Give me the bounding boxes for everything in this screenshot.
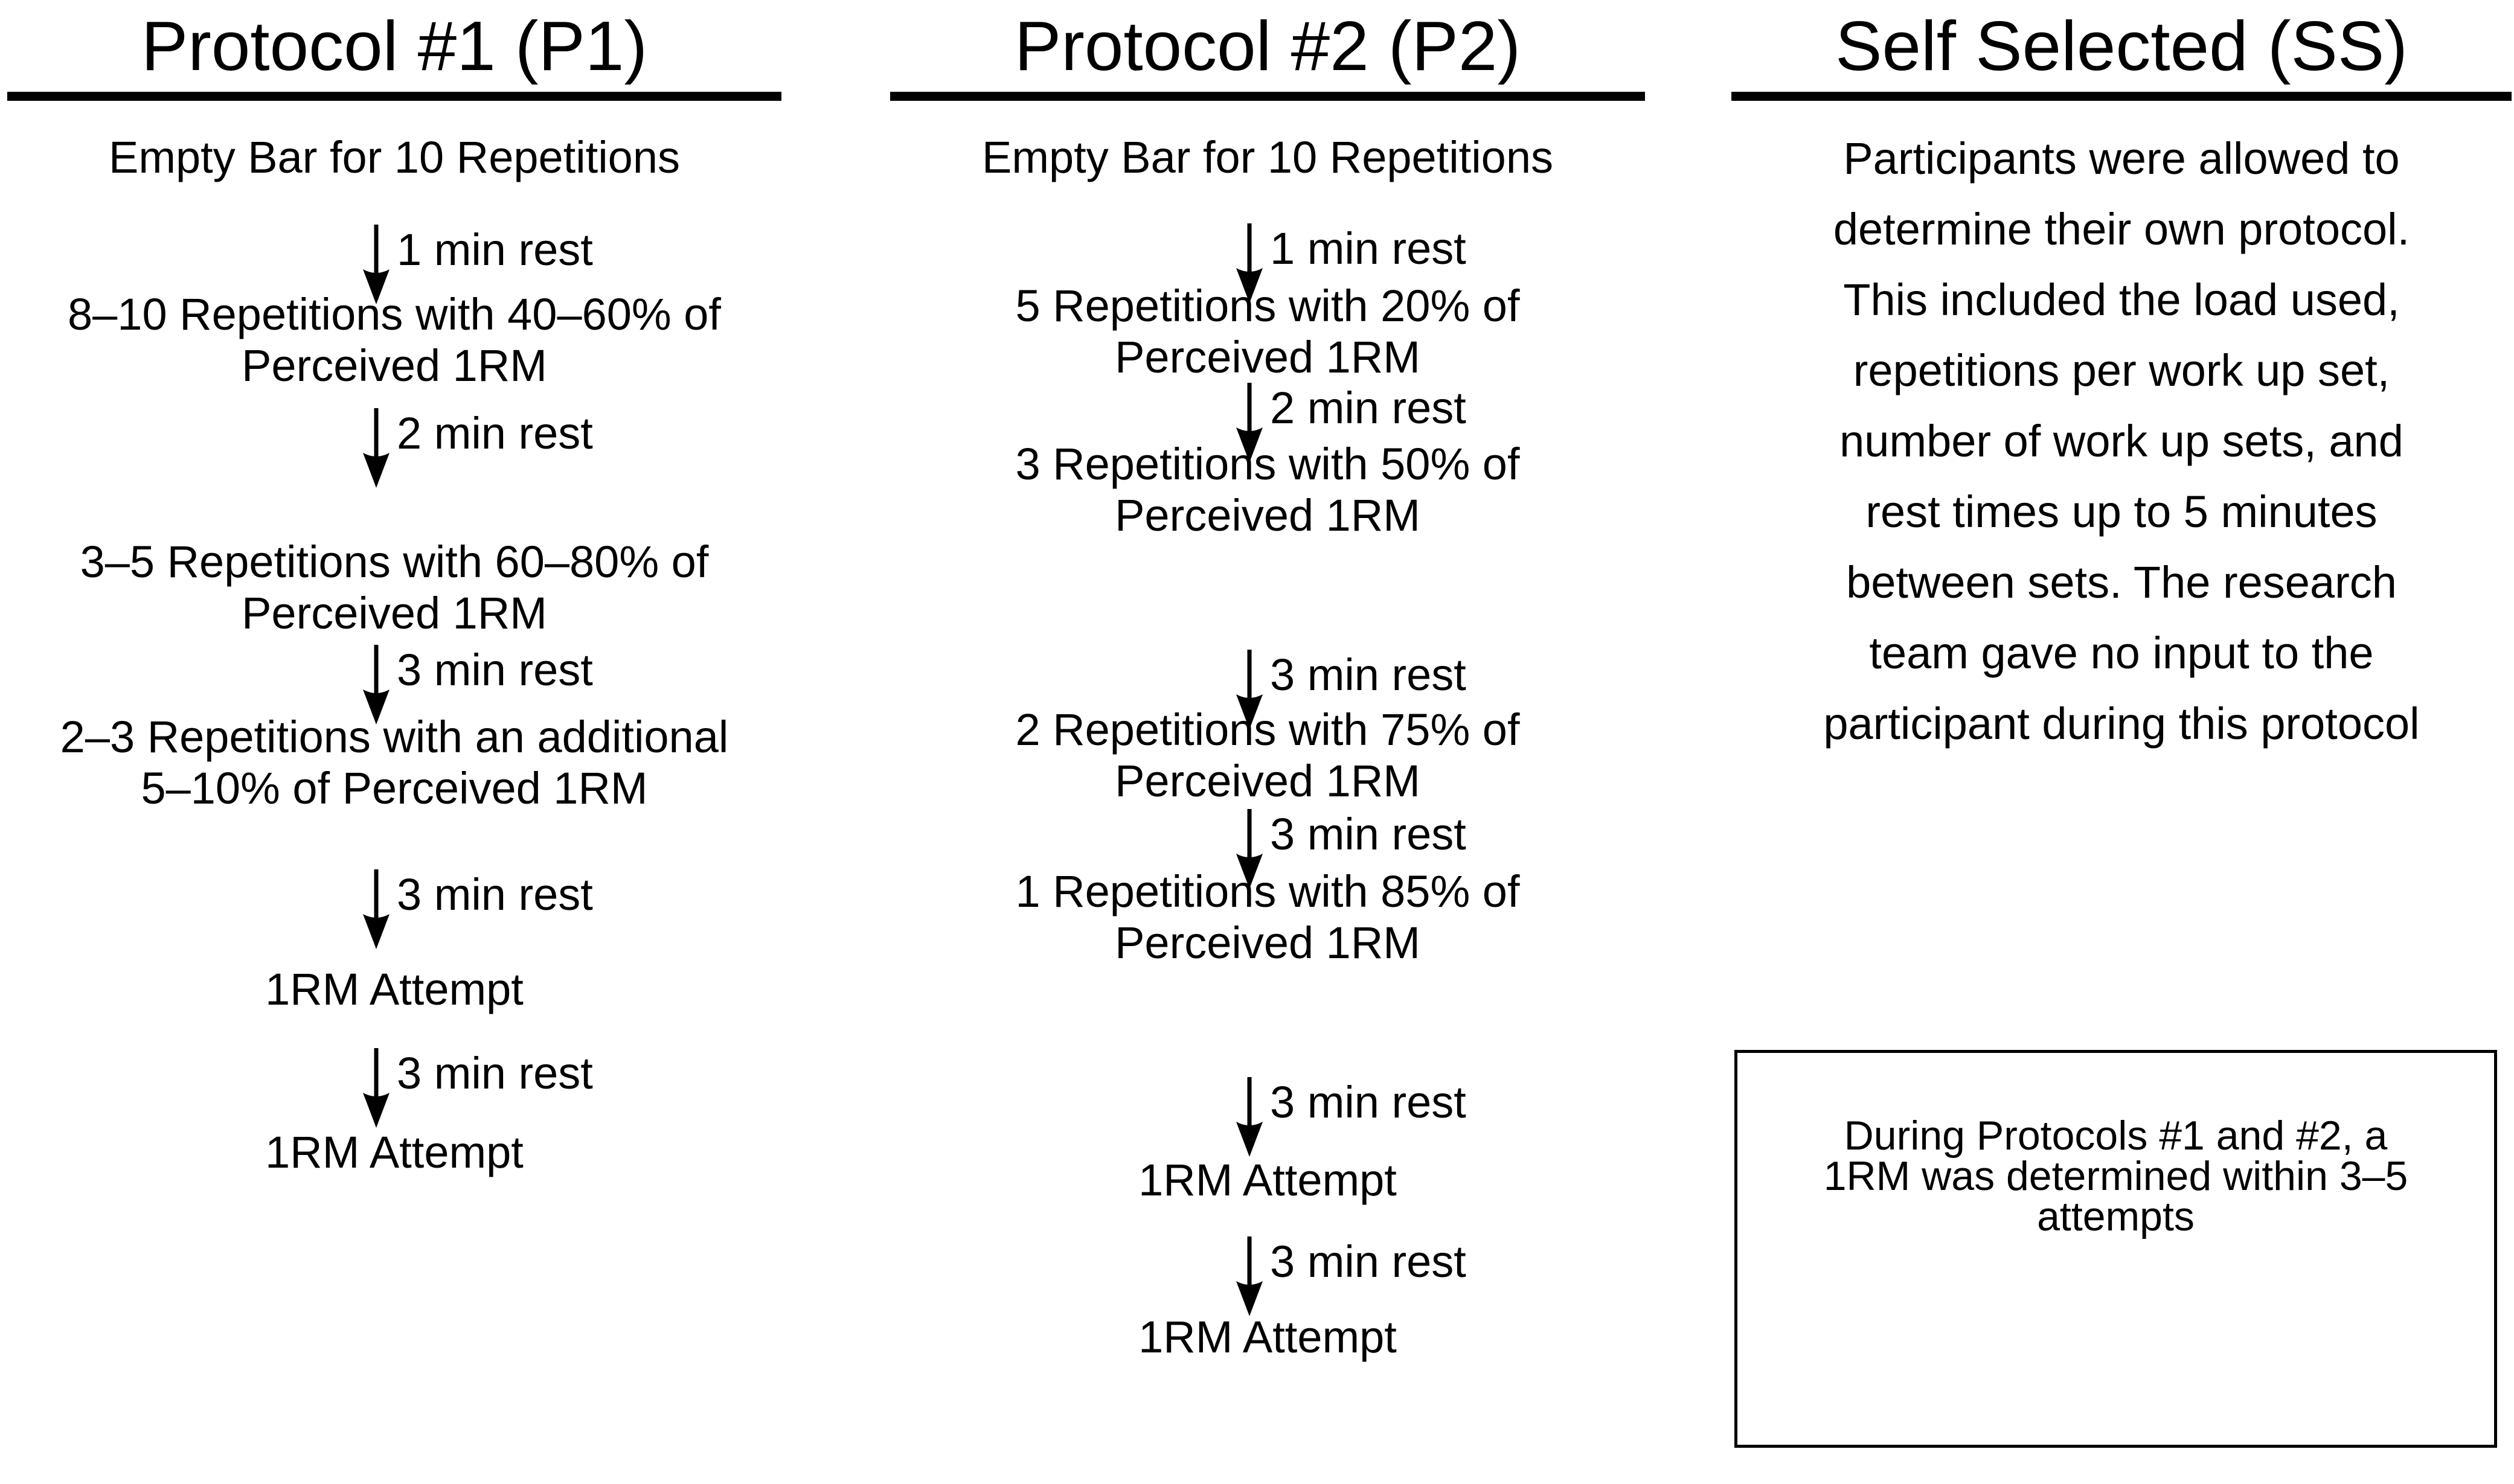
rest-duration-label: 1 min rest [397,225,593,275]
rest-interval: 1 min rest [7,225,781,305]
rest-interval: 3 min rest [890,650,1645,731]
rest-duration-label: 3 min rest [397,1048,593,1098]
column-title-ss: Self Selected (SS) [1835,7,2408,85]
flow-step-text: 1RM Attempt [265,964,524,1014]
flow-step-text: 5 Repetitions with 20% of Perceived 1RM [1015,281,1520,382]
self-selected-column: Self Selected (SS) Participants were all… [1731,0,2512,1484]
flow-step-text: Empty Bar for 10 Repetitions [982,132,1553,182]
rest-interval: 3 min rest [7,869,781,950]
flow-step-text: 1RM Attempt [1138,1155,1397,1205]
rest-duration-label: 3 min rest [1270,650,1466,700]
flow-step-text: Empty Bar for 10 Repetitions [109,132,680,182]
protocol-description: Participants were allowed to determine t… [1823,133,2420,749]
rest-duration-label: 2 min rest [397,408,593,458]
flow-step-text: 3–5 Repetitions with 60–80% of Perceived… [80,537,709,638]
flow-step-text: 3 Repetitions with 50% of Perceived 1RM [1015,439,1520,540]
rest-interval: 3 min rest [7,645,781,726]
column-title-p2: Protocol #2 (P2) [1014,7,1521,85]
down-arrow-icon [363,408,390,488]
rest-duration-label: 1 min rest [1270,223,1466,273]
title-underline [890,92,1645,101]
note-text: During Protocols #1 and #2, a 1RM was de… [1823,1113,2408,1239]
down-arrow-icon [363,1048,390,1128]
rest-interval: 3 min rest [890,1236,1645,1317]
down-arrow-icon [1236,223,1263,303]
rest-duration-label: 3 min rest [1270,1236,1466,1287]
down-arrow-icon [1236,809,1263,889]
down-arrow-icon [363,869,390,949]
flow-step-text: 1RM Attempt [1138,1312,1397,1362]
note-box: During Protocols #1 and #2, a 1RM was de… [1734,1050,2497,1448]
down-arrow-icon [363,645,390,724]
rest-interval: 2 min rest [7,408,781,489]
rest-interval: 3 min rest [7,1048,781,1129]
protocol-2-column: Protocol #2 (P2) Empty Bar for 10 Repeti… [890,0,1645,1484]
down-arrow-icon [1236,383,1263,462]
down-arrow-icon [1236,1077,1263,1157]
flow-step-text: 1RM Attempt [265,1127,524,1177]
rest-duration-label: 3 min rest [1270,1077,1466,1127]
rest-duration-label: 2 min rest [1270,383,1466,433]
rest-duration-label: 3 min rest [397,869,593,920]
protocol-1-column: Protocol #1 (P1) Empty Bar for 10 Repeti… [7,0,781,1484]
down-arrow-icon [1236,1236,1263,1316]
rest-interval: 3 min rest [890,809,1645,890]
down-arrow-icon [1236,650,1263,729]
rest-duration-label: 3 min rest [1270,809,1466,859]
down-arrow-icon [363,225,390,304]
flow-step-text: 8–10 Repetitions with 40–60% of Perceive… [68,289,721,391]
title-underline [7,92,781,101]
flow-step-text: 2 Repetitions with 75% of Perceived 1RM [1015,705,1520,806]
rest-interval: 3 min rest [890,1077,1645,1158]
flow-step-text: 1 Repetitions with 85% of Perceived 1RM [1015,866,1520,968]
rest-interval: 2 min rest [890,383,1645,464]
rest-interval: 1 min rest [890,223,1645,304]
column-title-p1: Protocol #1 (P1) [141,7,648,85]
rest-duration-label: 3 min rest [397,645,593,695]
title-underline [1731,92,2512,101]
flow-step-text: 2–3 Repetitions with an additional 5–10%… [60,712,729,813]
